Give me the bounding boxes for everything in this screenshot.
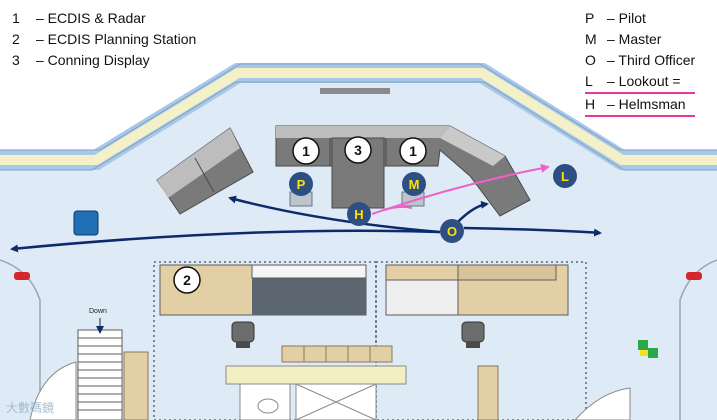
arrow-to-port-wing — [10, 229, 441, 253]
legend-equipment: 1– ECDIS & Radar 2– ECDIS Planning Stati… — [12, 8, 196, 71]
legend-item-conning-display: 3– Conning Display — [12, 52, 150, 68]
bridge-windows — [0, 63, 717, 171]
cabinet-row — [281, 345, 393, 363]
person-master: M — [402, 172, 426, 196]
aft-chart-desk — [385, 264, 569, 316]
arrow-to-port-console — [228, 195, 441, 234]
lower-counter — [225, 365, 407, 385]
person-lookout: L — [553, 164, 577, 188]
marker-ecdis-radar-starboard: 1 — [399, 137, 427, 165]
port-door — [29, 361, 77, 420]
starboard-door — [574, 387, 631, 420]
stairs-label: Down — [89, 308, 107, 315]
legend-item-master: M– Master — [585, 31, 662, 47]
chart-chair-icon — [461, 321, 485, 348]
arrow-pink-tail — [383, 205, 413, 211]
arrow-to-starboard-wing — [463, 226, 602, 237]
svg-text:3: 3 — [354, 142, 362, 158]
svg-text:H: H — [354, 207, 363, 222]
legend-item-lookout: L– Lookout = — [585, 71, 696, 94]
wing-chair-icon — [73, 210, 99, 236]
port-light-icon — [14, 272, 30, 280]
stairway — [77, 318, 123, 420]
aft-area-right — [375, 261, 587, 420]
legend-personnel: P– Pilot M– Master O– Third Officer L– L… — [585, 8, 696, 117]
marker-ecdis-radar-port: 1 — [292, 137, 320, 165]
svg-text:L: L — [561, 169, 569, 184]
svg-text:2: 2 — [183, 272, 191, 288]
side-cabinet — [477, 365, 499, 420]
emergency-exit-icon — [638, 340, 658, 358]
planning-chair-icon — [231, 321, 255, 348]
person-helmsman: H — [347, 202, 371, 226]
person-pilot: P — [289, 172, 313, 196]
svg-text:P: P — [297, 177, 306, 192]
legend-item-ecdis-radar: 1– ECDIS & Radar — [12, 10, 146, 26]
svg-text:O: O — [447, 224, 457, 239]
legend-item-third-officer: O– Third Officer — [585, 52, 696, 68]
watermark: 大數碼鏡 — [6, 401, 55, 415]
bridge-floor — [0, 68, 717, 420]
starboard-light-icon — [686, 272, 702, 280]
marker-conning-display: 3 — [344, 136, 372, 164]
stair-cabinet — [123, 351, 149, 420]
toilet-icon — [257, 398, 279, 414]
marker-planning-station: 2 — [173, 266, 201, 294]
legend-item-pilot: P– Pilot — [585, 10, 646, 26]
person-third-officer: O — [440, 219, 464, 243]
svg-text:M: M — [409, 177, 420, 192]
svg-text:1: 1 — [302, 143, 310, 159]
svg-text:1: 1 — [409, 143, 417, 159]
legend-item-planning-station: 2– ECDIS Planning Station — [12, 31, 197, 47]
legend-item-helmsman: H– Helmsman — [585, 94, 696, 117]
port-console — [156, 127, 254, 215]
